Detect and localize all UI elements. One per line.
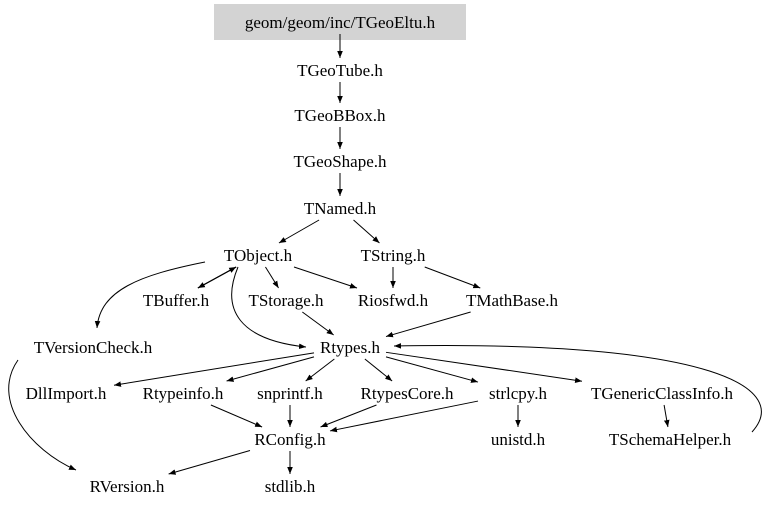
node-tstring[interactable]: TString.h <box>361 246 426 265</box>
edge-rtypes-to-snprintf <box>305 358 335 382</box>
node-tgenericclassinfo[interactable]: TGenericClassInfo.h <box>591 384 734 403</box>
edge-tstorage-to-rtypes <box>302 311 334 336</box>
node-named[interactable]: TNamed.h <box>304 199 377 218</box>
edge-tmathbase-to-rtypes <box>385 311 471 338</box>
edge-tversioncheck-to-rversion <box>8 359 77 471</box>
node-rtypescore[interactable]: RtypesCore.h <box>360 384 454 403</box>
edge-rconfig-to-rversion <box>168 450 251 475</box>
edge-tgenericclassinfo-to-tschemahelper <box>663 404 670 428</box>
node-shape[interactable]: TGeoShape.h <box>293 152 387 171</box>
edge-rtypes-to-dllimport <box>113 352 315 387</box>
node-snprintf[interactable]: snprintf.h <box>257 384 323 403</box>
node-rtypes[interactable]: Rtypes.h <box>320 338 380 357</box>
edge-tbuffer-to-tobject <box>197 266 237 289</box>
node-dllimport[interactable]: DllImport.h <box>26 384 107 403</box>
edges <box>8 34 762 475</box>
node-riosfwd[interactable]: Riosfwd.h <box>358 291 429 310</box>
edge-rtypes-to-strlcpy <box>385 356 479 383</box>
node-tube[interactable]: TGeoTube.h <box>297 61 383 80</box>
edge-tobject-to-tversioncheck <box>94 261 206 329</box>
node-eltu[interactable]: geom/geom/inc/TGeoEltu.h <box>245 13 436 32</box>
edge-tstring-to-tmathbase <box>424 266 481 289</box>
node-stdlib[interactable]: stdlib.h <box>265 477 316 496</box>
edge-rtypes-to-rtypeinfo <box>226 356 315 382</box>
edge-rtypescore-to-rconfig <box>320 404 377 428</box>
node-strlcpy[interactable]: strlcpy.h <box>489 384 547 403</box>
node-rversion[interactable]: RVersion.h <box>90 477 165 496</box>
node-rconfig[interactable]: RConfig.h <box>254 430 326 449</box>
edge-named-to-tobject <box>278 219 320 244</box>
edge-tobject-to-tstorage <box>265 266 279 289</box>
edge-strlcpy-to-rconfig <box>329 400 479 433</box>
edge-rtypeinfo-to-rconfig <box>210 404 263 428</box>
node-tschemahelper[interactable]: TSchemaHelper.h <box>609 430 732 449</box>
edge-tobject-to-riosfwd <box>293 266 358 289</box>
edge-named-to-tstring <box>353 219 380 244</box>
node-tobject[interactable]: TObject.h <box>224 246 293 265</box>
edge-tobject-to-rtypes <box>231 266 307 350</box>
edge-rtypes-to-rtypescore <box>364 358 393 382</box>
node-unistd[interactable]: unistd.h <box>491 430 546 449</box>
node-tbuffer[interactable]: TBuffer.h <box>143 291 210 310</box>
edge-tschemahelper-to-rtypes <box>393 343 762 433</box>
node-bbox[interactable]: TGeoBBox.h <box>294 106 386 125</box>
node-tversioncheck[interactable]: TVersionCheck.h <box>34 338 153 357</box>
nodes: geom/geom/inc/TGeoEltu.hTGeoTube.hTGeoBB… <box>26 13 734 496</box>
edge-rtypes-to-tgenericclassinfo <box>385 351 583 383</box>
node-tstorage[interactable]: TStorage.h <box>248 291 324 310</box>
node-rtypeinfo[interactable]: Rtypeinfo.h <box>143 384 224 403</box>
node-tmathbase[interactable]: TMathBase.h <box>466 291 559 310</box>
